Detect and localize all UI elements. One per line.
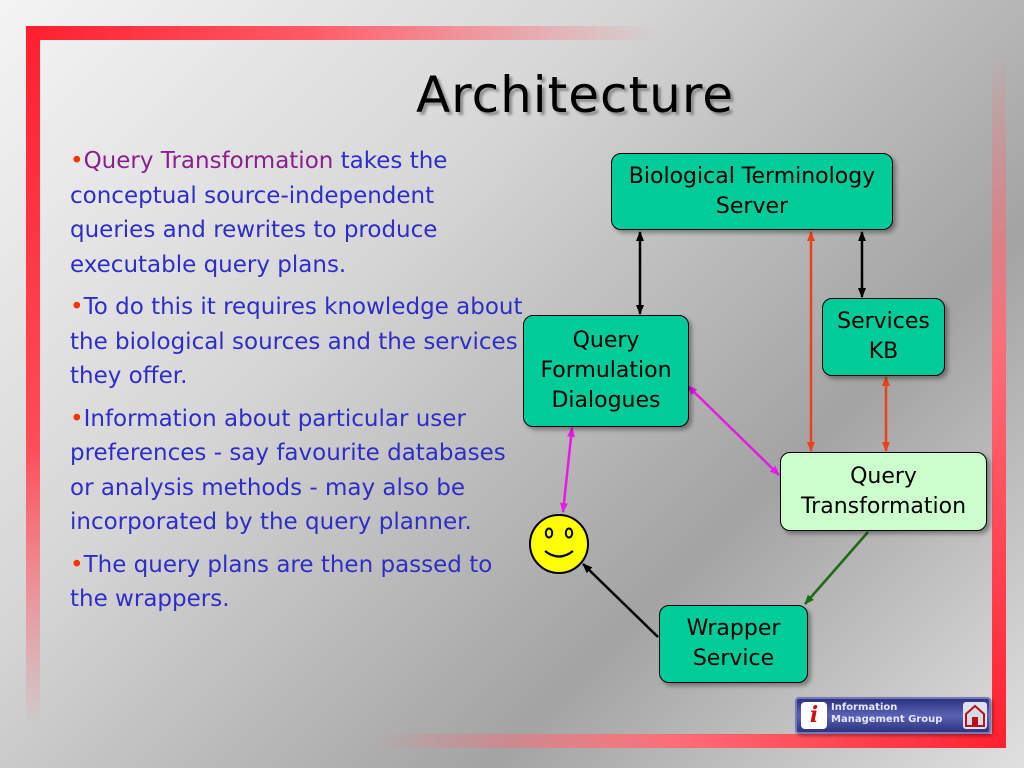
logo-text: Information Management Group <box>831 702 961 726</box>
slide-title: Architecture <box>415 66 735 124</box>
logo-line-1: Information <box>831 702 898 713</box>
info-i-icon: i <box>801 702 827 729</box>
bullet-item: •Query Transformation takes the conceptu… <box>70 144 525 282</box>
frame-right-bar <box>992 50 1006 748</box>
bullet-list: •Query Transformation takes the conceptu… <box>70 144 525 625</box>
bullet-item: •The query plans are then passed to the … <box>70 548 525 617</box>
frame-bottom-bar <box>372 734 1006 748</box>
bullet-dot: • <box>70 294 84 320</box>
bullet-item: •Information about particular user prefe… <box>70 402 525 540</box>
edge-wrapper-user <box>582 563 659 638</box>
frame-left-bar <box>26 26 40 726</box>
bullet-text: Information about particular user prefer… <box>70 405 506 536</box>
bullet-highlight: Query Transformation <box>83 148 334 174</box>
query-transformation-node: Query Transformation <box>780 452 987 531</box>
edge-queryformulation-user <box>559 427 576 513</box>
wrapper-service-node: Wrapper Service <box>659 605 808 683</box>
bio-terminology-server-node: Biological Terminology Server <box>611 153 893 230</box>
bullet-text: To do this it requires knowledge about t… <box>70 294 523 389</box>
house-emblem-icon <box>963 702 987 729</box>
bullet-dot: • <box>70 551 84 578</box>
bullet-item: •To do this it requires knowledge about … <box>70 290 525 394</box>
services-kb-node: Services KB <box>822 298 945 376</box>
frame-top-bar <box>26 26 658 40</box>
information-management-group-logo: i Information Management Group <box>795 697 991 734</box>
logo-line-2: Management Group <box>831 714 943 725</box>
edge-queryformulation-querytransformation <box>687 385 780 476</box>
bullet-dot: • <box>70 405 84 432</box>
bullet-dot: • <box>70 148 84 174</box>
bullet-text: The query plans are then passed to the w… <box>70 551 493 613</box>
bullet-text: takes the conceptual source-independent … <box>70 148 448 278</box>
smiley-face-icon <box>529 514 589 574</box>
edge-querytransformation-wrapper <box>804 531 869 605</box>
query-formulation-node: Query Formulation Dialogues <box>523 315 689 427</box>
